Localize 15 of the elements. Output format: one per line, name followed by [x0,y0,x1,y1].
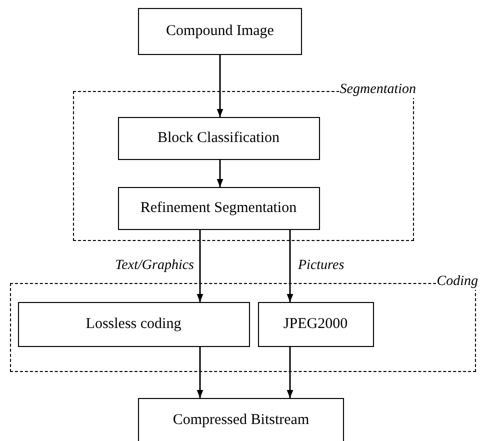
process-box: Block Classification [118,116,320,160]
arrow [196,230,204,302]
process-box: Compressed Bitstream [138,398,344,441]
group-title: Coding [436,274,479,290]
process-box: Compound Image [138,8,302,55]
arrow [286,347,294,398]
arrow [216,160,224,187]
arrow [196,347,204,398]
group-title: Segmentation [338,82,417,98]
process-box: JPEG2000 [258,302,374,346]
process-box: Lossless coding [18,302,250,346]
arrow [216,55,224,117]
edge-label: Text/Graphics [115,258,194,274]
arrow [286,230,294,302]
process-box: Refinement Segmentation [118,186,320,230]
